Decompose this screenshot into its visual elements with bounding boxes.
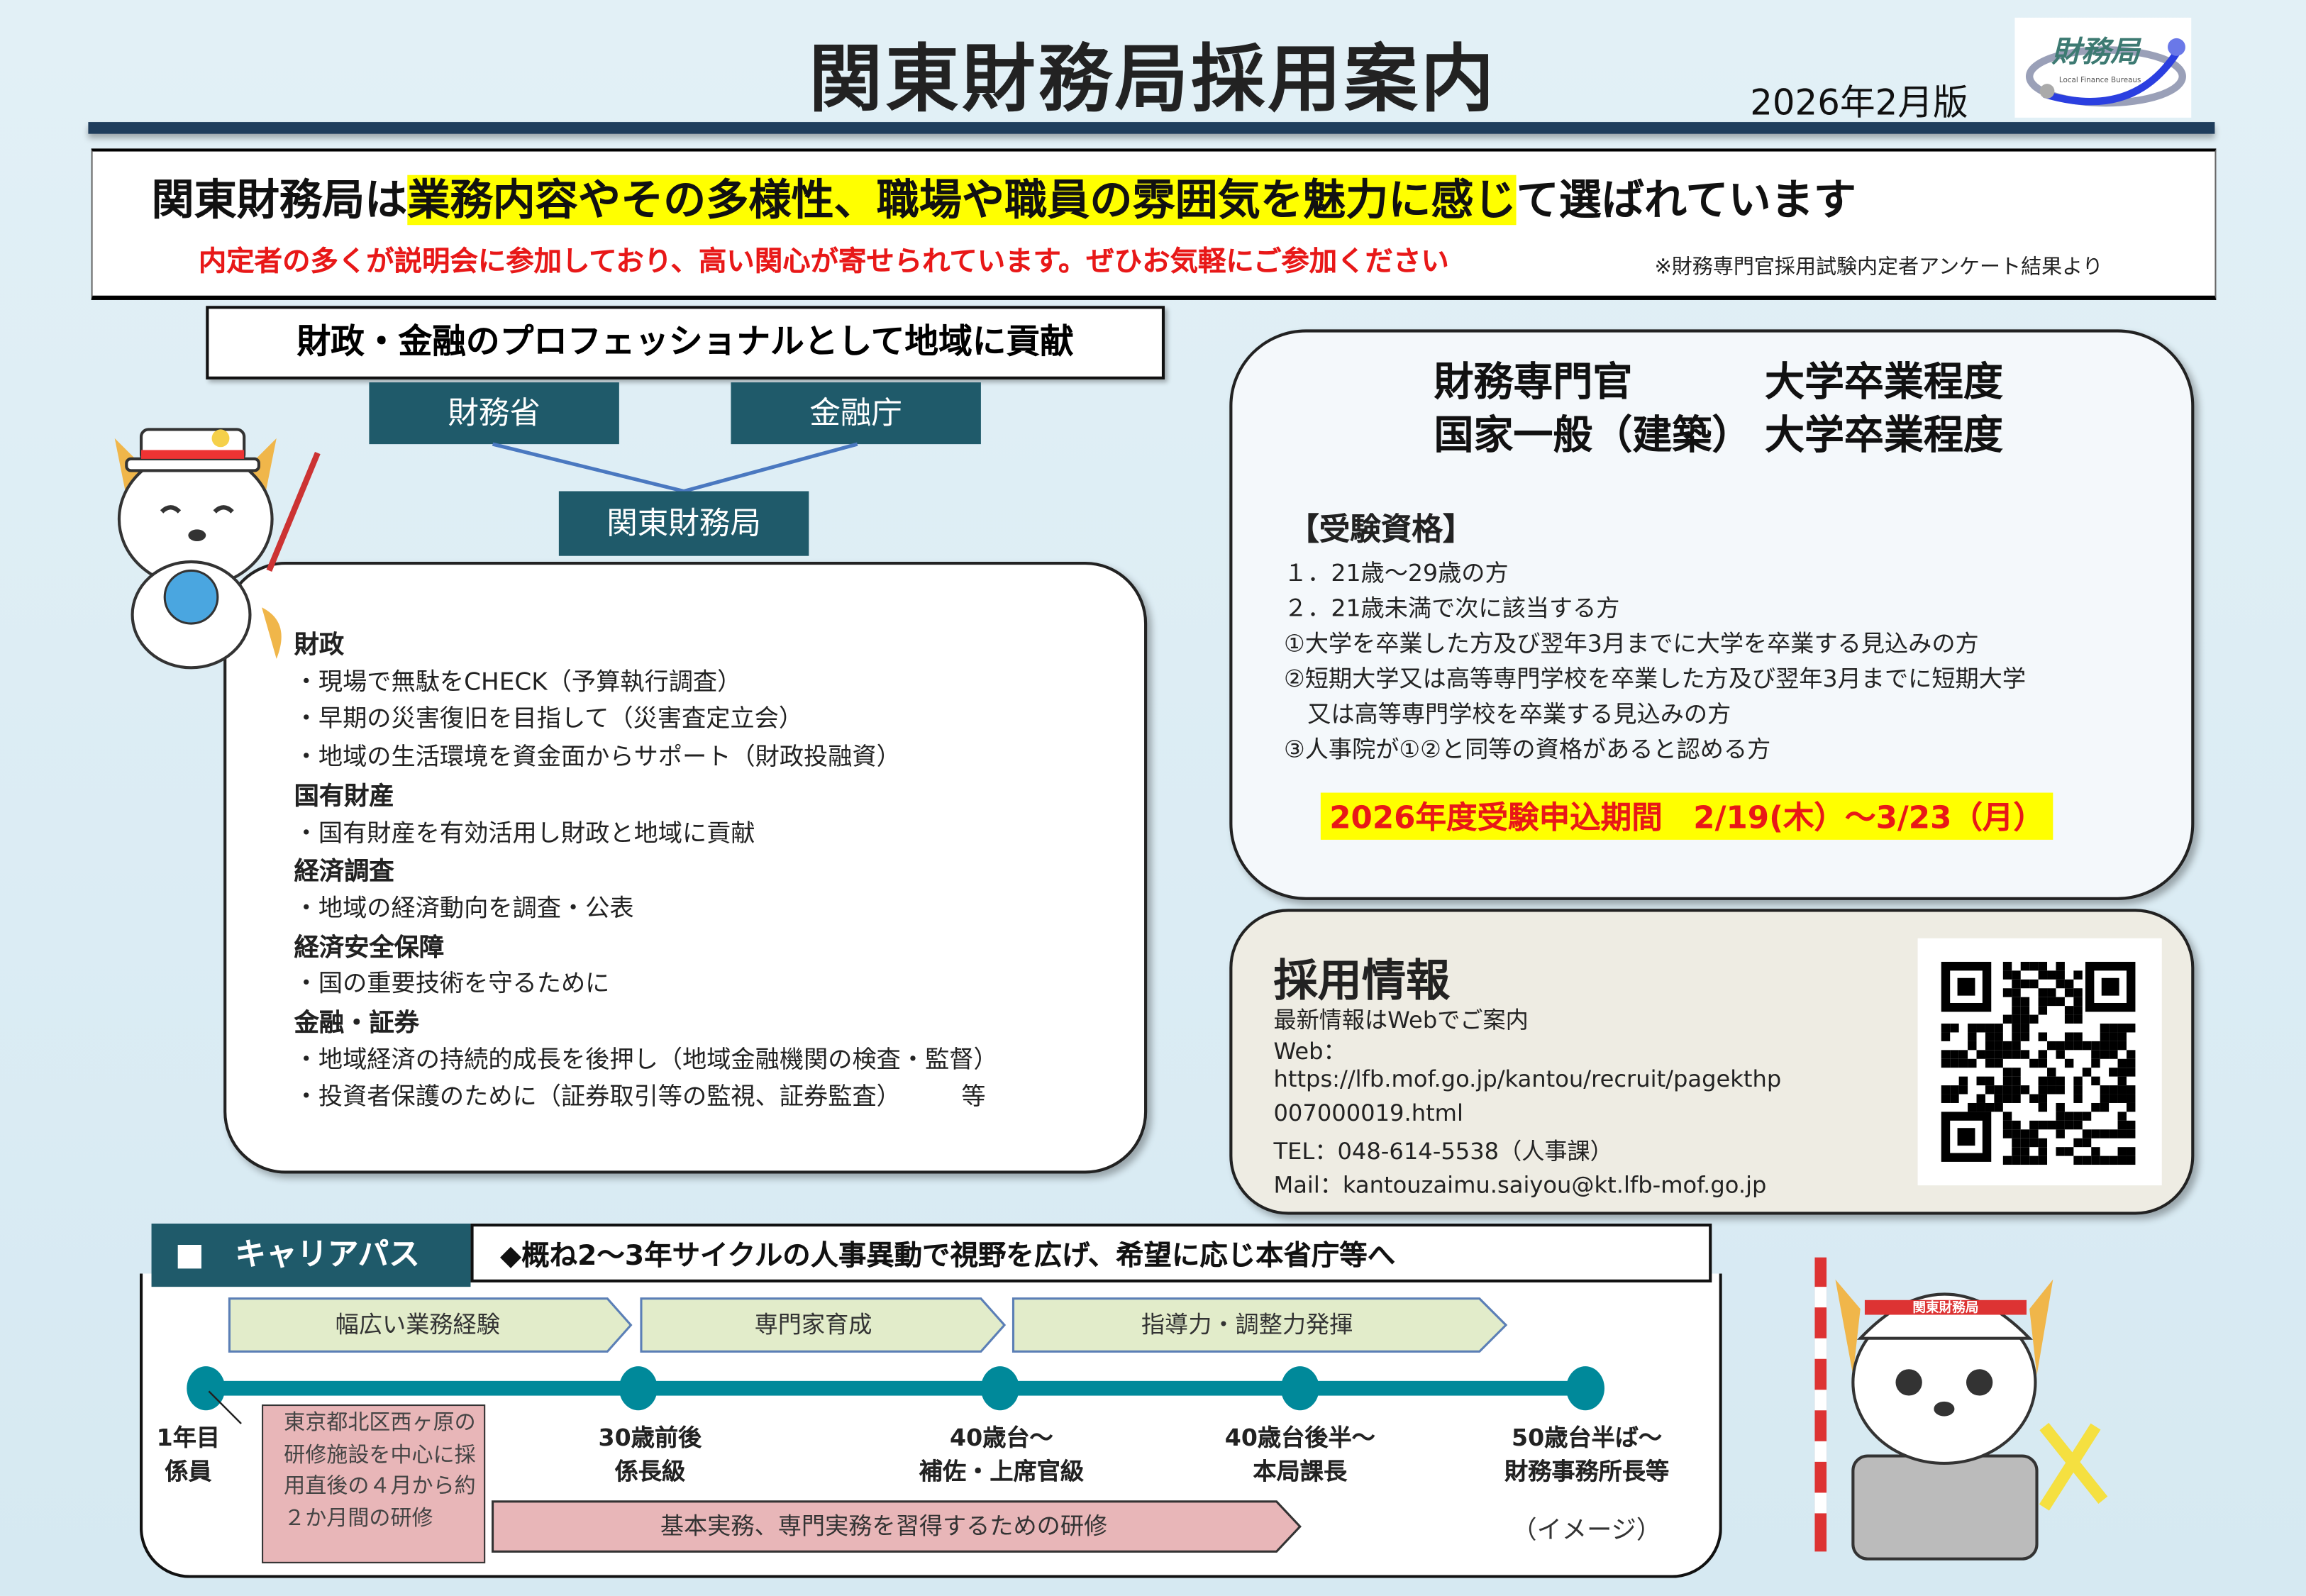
phase-label: 専門家育成 — [754, 1310, 872, 1339]
lead-headline: 関東財務局は業務内容やその多様性、職場や職員の雰囲気を魅力に感じて選ばれています — [152, 166, 1856, 228]
stage-role: 本局課長 — [1253, 1457, 1348, 1486]
qualification-item: ③人事院が①②と同等の資格があると認める方 — [1283, 735, 1771, 764]
stage-role: 財務事務所長等 — [1504, 1457, 1670, 1486]
duty-heading: 財政 — [294, 631, 345, 660]
training-arrow: 基本実務、専門実務を習得するための研修 — [491, 1500, 1302, 1553]
mail-line[interactable]: Mail：kantouzaimu.saiyou@kt.lfb-mof.go.jp — [1273, 1172, 1767, 1199]
qualification-item: １．21歳～29歳の方 — [1283, 558, 1509, 587]
duty-heading: 金融・証券 — [294, 1009, 419, 1038]
logo-subtext: Local Finance Bureaus — [2059, 76, 2141, 84]
logo-text: 財務局 — [2051, 35, 2141, 69]
phase-label: 指導力・調整力発揮 — [1141, 1310, 1353, 1339]
exam-level: 大学卒業程度 — [1764, 413, 2003, 459]
qualification-item: 又は高等専門学校を卒業する見込みの方 — [1283, 699, 1731, 728]
stage-age: 30歳前後 — [598, 1423, 702, 1452]
recruit-url-cont[interactable]: 007000019.html — [1273, 1099, 1463, 1127]
duty-item: ・投資者保護のために（証券取引等の監視、証券監査） 等 — [294, 1082, 986, 1112]
image-note: （イメージ） — [1512, 1516, 1662, 1546]
initial-training-box: 東京都北区西ヶ原の研修施設を中心に採用直後の４月から約２か月間の研修 — [262, 1404, 486, 1563]
lead-box: 関東財務局は業務内容やその多様性、職場や職員の雰囲気を魅力に感じて選ばれています… — [91, 148, 2217, 300]
stage-role: 係長級 — [614, 1457, 686, 1486]
career-stage: 50歳台半ば～ 財務事務所長等 — [1504, 1421, 1669, 1488]
lead-highlight: 業務内容やその多様性、職場や職員の雰囲気を魅力に感じ — [407, 174, 1517, 226]
recruit-url[interactable]: https://lfb.mof.go.jp/kantou/recruit/pag… — [1273, 1066, 1782, 1093]
recruit-info-title: 採用情報 — [1273, 955, 1451, 1008]
lead-suffix: て選ばれています — [1516, 174, 1856, 226]
phase-arrow: 幅広い業務経験 — [228, 1297, 633, 1353]
lead-prefix: 関東財務局は — [151, 174, 408, 226]
career-tab: ■ キャリアパス — [151, 1223, 471, 1287]
lead-footnote: ※財務専門官採用試験内定者アンケート結果より — [1654, 255, 2103, 279]
page-title: 関東財務局採用案内 — [809, 36, 1497, 123]
info-line: Web： — [1273, 1038, 1346, 1065]
mascot-cap-text: 関東財務局 — [1912, 1299, 1978, 1315]
duty-heading: 国有財産 — [294, 782, 394, 812]
stage-age: 1年目 — [156, 1423, 221, 1452]
career-timeline — [206, 1380, 1589, 1396]
career-stage: 30歳前後係長級 — [599, 1421, 702, 1488]
duty-item: ・地域の生活環境を資金面からサポート（財政投融資） — [294, 743, 901, 771]
mascot-surveyor: 関東財務局 — [1814, 1257, 2108, 1561]
duty-item: ・早期の災害復旧を目指して（災害査定立会） — [294, 704, 804, 733]
stage-age: 40歳台～ — [950, 1423, 1053, 1452]
edition-label: 2026年2月版 — [1750, 82, 1968, 124]
org-mof: 財務省 — [369, 382, 619, 445]
exam-level: 大学卒業程度 — [1764, 360, 2003, 406]
application-period: 2026年度受験申込期間 2/19(木）～3/23（月） — [1320, 792, 2053, 840]
org-kanto: 関東財務局 — [558, 491, 809, 556]
phase-arrow: 専門家育成 — [640, 1297, 1007, 1353]
lead-subtext: 内定者の多くが説明会に参加しており、高い関心が寄せられています。ぜひお気軽にご参… — [198, 245, 1449, 278]
stage-age: 40歳台後半～ — [1224, 1423, 1375, 1452]
duty-item: ・国の重要技術を守るために — [294, 969, 610, 998]
timeline-dot — [1280, 1366, 1319, 1411]
recruit-info-box: 採用情報 最新情報はWebでご案内 Web： https://lfb.mof.g… — [1229, 909, 2195, 1215]
duty-item: ・地域の経済動向を調査・公表 — [294, 894, 634, 922]
timeline-dot — [619, 1366, 658, 1411]
org-heading: 財政・金融のプロフェッショナルとして地域に貢献 — [206, 306, 1165, 379]
exam-name: 財務専門官 — [1434, 360, 1633, 406]
org-connector — [492, 442, 858, 493]
duty-item: ・国有財産を有効活用し財政と地域に貢献 — [294, 818, 755, 847]
duty-heading: 経済調査 — [294, 858, 394, 887]
career-tab-label: ■ キャリアパス — [174, 1236, 420, 1273]
duty-heading: 経済安全保障 — [294, 933, 445, 963]
phase-label: 幅広い業務経験 — [335, 1310, 500, 1339]
career-stage: 40歳台後半～ 本局課長 — [1225, 1421, 1375, 1488]
timeline-dot — [1566, 1366, 1604, 1411]
stage-role: 補佐・上席官級 — [919, 1457, 1085, 1486]
qualification-item: ①大学を卒業した方及び翌年3月までに大学を卒業する見込みの方 — [1283, 629, 1979, 658]
duty-item: ・現場で無駄をCHECK（予算執行調査） — [294, 667, 742, 696]
qualification-heading: 【受験資格】 — [1288, 511, 1474, 548]
duties-box: 財政・現場で無駄をCHECK（予算執行調査） ・早期の災害復旧を目指して（災害査定… — [223, 562, 1148, 1174]
stage-age: 50歳台半ば～ — [1512, 1423, 1663, 1452]
duty-item: ・地域経済の持続的成長を後押し（地域金融機関の検査・監督） — [294, 1045, 998, 1073]
title-divider — [88, 122, 2215, 134]
qualification-item: ②短期大学又は高等専門学校を卒業した方及び翌年3月までに短期大学 — [1283, 665, 2027, 693]
qr-code[interactable] — [1917, 938, 2162, 1186]
career-summary: ◆概ね2～3年サイクルの人事異動で視野を広げ、希望に応じ本省庁等へ — [470, 1223, 1712, 1282]
training-label: 基本実務、専門実務を習得するための研修 — [660, 1512, 1108, 1540]
qualification-item: ２．21歳未満で次に該当する方 — [1283, 594, 1620, 623]
phase-arrow: 指導力・調整力発揮 — [1011, 1297, 1509, 1353]
exam-name: 国家一般（建築） — [1434, 413, 1752, 459]
stage-role: 係員 — [165, 1457, 212, 1486]
mascot-pointer — [114, 428, 321, 670]
career-stage: 1年目係員 — [157, 1421, 220, 1488]
info-line: 最新情報はWebでご案内 — [1273, 1007, 1529, 1034]
career-stage: 40歳台～ 補佐・上席官級 — [919, 1421, 1084, 1488]
timeline-dot — [980, 1366, 1019, 1411]
timeline-dot — [187, 1366, 226, 1411]
exam-box: 財務専門官 大学卒業程度 国家一般（建築） 大学卒業程度 【受験資格】 １．21… — [1229, 329, 2195, 900]
phone-line: TEL：048-614-5538（人事課） — [1273, 1138, 1613, 1165]
bureau-logo: 財務局 Local Finance Bureaus — [2014, 17, 2192, 118]
org-fsa: 金融庁 — [731, 382, 981, 445]
callout-line — [208, 1390, 242, 1424]
